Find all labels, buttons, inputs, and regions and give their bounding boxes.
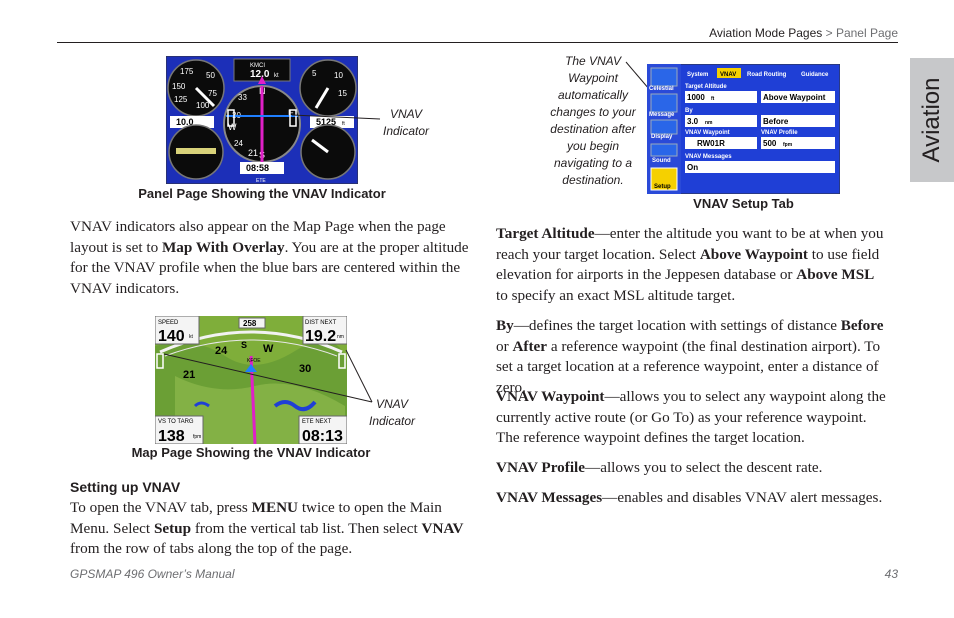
panel-figure-caption: Panel Page Showing the VNAV Indicator bbox=[138, 186, 386, 201]
map-callout-lines bbox=[163, 349, 373, 403]
section-heading: Setting up VNAV bbox=[70, 479, 181, 495]
setup-side-tab: Sound bbox=[652, 158, 671, 164]
map-field-text: 21 bbox=[183, 369, 195, 381]
header-current: Panel Page bbox=[835, 26, 898, 40]
right-paragraph-by: By—defines the target location with sett… bbox=[496, 317, 884, 396]
right-paragraph-vnav-profile: VNAV Profile—allows you to select the de… bbox=[496, 459, 823, 476]
gauge-text: ETE bbox=[256, 178, 266, 184]
footer-page-number: 43 bbox=[884, 567, 898, 581]
right-paragraph-vnav-waypoint: VNAV Waypoint—allows you to select any w… bbox=[496, 388, 886, 446]
panel-callout-line bbox=[291, 114, 381, 120]
setup-top-tab: System bbox=[687, 72, 708, 78]
gauge-text: 75 bbox=[208, 89, 217, 98]
gauge-text: 150 bbox=[172, 82, 186, 91]
setup-value: nm bbox=[705, 120, 713, 126]
setup-side-tab: Display bbox=[651, 134, 673, 140]
gauge-text: E bbox=[288, 108, 294, 118]
map-page-screenshot: SPEED 140 kt DIST NEXT 19.2 nm 258 VS TO… bbox=[155, 316, 347, 444]
setup-value: ft bbox=[711, 96, 715, 102]
setup-side-tab: Setup bbox=[654, 184, 671, 190]
vnav-setup-screenshot: Celestial Message Display Sound Setup Sy… bbox=[647, 64, 840, 194]
map-field-text: 140 bbox=[158, 328, 185, 345]
map-field-text: 08:13 bbox=[302, 428, 343, 444]
gauge-text: 10 bbox=[334, 71, 343, 80]
gauge-text: 175 bbox=[180, 67, 194, 76]
map-field-text: ETE NEXT bbox=[302, 419, 332, 425]
map-field-text: 19.2 bbox=[305, 328, 336, 345]
setup-label: VNAV Profile bbox=[761, 130, 798, 136]
side-tab-label: Aviation bbox=[918, 77, 945, 163]
setup-value: fpm bbox=[783, 142, 793, 148]
setup-side-tab: Message bbox=[649, 112, 675, 118]
setup-value: 1000 bbox=[687, 93, 705, 102]
right-paragraph-target-altitude: Target Altitude—enter the altitude you w… bbox=[496, 225, 884, 304]
panel-vnav-callout: VNAV Indicator bbox=[382, 107, 430, 138]
map-field-text: DIST NEXT bbox=[305, 320, 337, 326]
map-field-text: 258 bbox=[243, 319, 257, 328]
running-header: Aviation Mode Pages > Panel Page bbox=[57, 26, 898, 43]
setup-side-tab: Celestial bbox=[649, 86, 674, 92]
map-field-text: KFOE bbox=[247, 358, 261, 364]
gauge-text: KMCI bbox=[250, 63, 265, 69]
map-field-text: W bbox=[263, 343, 274, 355]
gauge-text: 15 bbox=[338, 89, 347, 98]
map-field-text: SPEED bbox=[158, 320, 179, 326]
map-field-text: 24 bbox=[215, 345, 228, 357]
setup-label: Target Altitude bbox=[685, 84, 727, 90]
panel-page-screenshot: 175 150 125 100 75 50 KMCI 12.0 kt 30 24… bbox=[166, 56, 358, 184]
setup-value: Above Waypoint bbox=[763, 93, 826, 102]
setup-label: By bbox=[685, 108, 693, 114]
gauge-text: 5125 bbox=[316, 117, 336, 127]
map-figure-caption: Map Page Showing the VNAV Indicator bbox=[131, 445, 371, 460]
gauge-text: 100 bbox=[196, 101, 210, 110]
setup-top-tab: Guidance bbox=[801, 72, 829, 78]
gauge-text: 5 bbox=[312, 69, 317, 78]
gauge-text: 21 bbox=[248, 148, 258, 158]
map-field-text: S bbox=[241, 340, 247, 350]
map-field-text: VS TO TARG bbox=[158, 419, 194, 425]
aviation-side-tab[interactable]: Aviation bbox=[910, 58, 954, 182]
setup-value: On bbox=[687, 163, 698, 172]
gauge-text: 125 bbox=[174, 95, 188, 104]
setup-value: 3.0 bbox=[687, 117, 699, 126]
header-section: Aviation Mode Pages bbox=[709, 26, 823, 40]
setup-label: VNAV Waypoint bbox=[685, 130, 730, 136]
gauge-text: ft bbox=[342, 121, 345, 127]
map-vnav-callout: VNAV Indicator bbox=[368, 397, 416, 428]
gauge-text: 12.0 bbox=[250, 69, 270, 80]
gauge-text: 24 bbox=[234, 139, 243, 148]
setup-value: Before bbox=[763, 117, 789, 126]
setup-figure-caption: VNAV Setup Tab bbox=[693, 196, 794, 211]
map-field-text: nm bbox=[337, 334, 344, 340]
setup-label: VNAV Messages bbox=[685, 154, 732, 160]
gauge-text: 10.0 bbox=[176, 117, 194, 127]
map-field-text: kt bbox=[189, 334, 194, 340]
left-paragraph-1: VNAV indicators also appear on the Map P… bbox=[70, 218, 469, 297]
gauge-text: W bbox=[228, 122, 237, 132]
gauge-text: 50 bbox=[206, 71, 215, 80]
right-paragraph-vnav-messages: VNAV Messages—enables and disables VNAV … bbox=[496, 489, 883, 506]
setup-value: RW01R bbox=[697, 139, 725, 148]
footer-manual-title: GPSMAP 496 Owner’s Manual bbox=[70, 567, 235, 581]
setup-top-tab: Road Routing bbox=[747, 72, 787, 78]
gauge-text: 33 bbox=[238, 93, 247, 102]
setup-waypoint-callout: The VNAV Waypoint automatically changes … bbox=[550, 54, 636, 187]
map-field-text: 30 bbox=[299, 363, 311, 375]
setup-value: 500 bbox=[763, 139, 777, 148]
gauge-text: 08:58 bbox=[246, 163, 269, 173]
header-separator: > bbox=[822, 26, 836, 40]
map-field-text: 138 bbox=[158, 428, 185, 444]
gauge-text: kt bbox=[274, 73, 279, 79]
setup-top-tab: VNAV bbox=[720, 72, 736, 78]
left-paragraph-2: To open the VNAV tab, press MENU twice t… bbox=[70, 499, 464, 557]
map-field-text: fpm bbox=[193, 434, 201, 440]
